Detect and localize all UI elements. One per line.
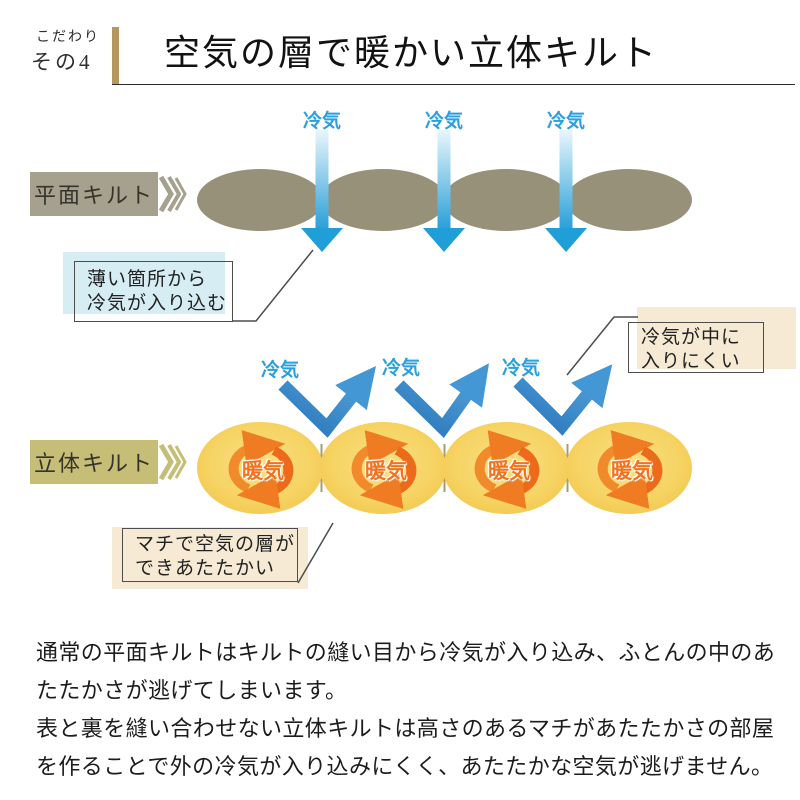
cold-air-label: 冷気 (501, 358, 541, 379)
flat-quilt-tag: 平面キルト (30, 172, 187, 216)
cold-air-label: 冷気 (424, 111, 464, 132)
chevron-right-icon (158, 175, 187, 213)
warm-air-label: 暖気 (611, 460, 653, 483)
warm-air-label: 暖気 (365, 460, 407, 483)
warm-air-label: 暖気 (488, 460, 530, 483)
leader-right-callout (566, 316, 638, 376)
chevron-right-icon (158, 443, 187, 481)
accent-bar (112, 27, 119, 85)
cold-air-bounce-arrows (278, 363, 613, 438)
title-underline (112, 84, 795, 85)
flat-quilt-ellipses (197, 169, 692, 231)
cold-air-label: 冷気 (546, 111, 586, 132)
solid-quilt-tag-label: 立体キルト (33, 451, 154, 476)
eyebrow-number: その4 (31, 50, 93, 74)
flat-callout-bg (63, 252, 225, 314)
blocked-callout-box: 冷気が中に 入りにくい (628, 322, 764, 373)
description-para2: 表と裏を縫い合わせない立体キルトは高さのあるマチがあたたかさの部屋を作ることで外… (36, 716, 775, 779)
eyebrow-top: こだわり (36, 30, 100, 45)
cold-air-label: 冷気 (260, 360, 300, 381)
leader-flat-callout (233, 249, 314, 322)
cold-air-label: 冷気 (381, 358, 421, 379)
flat-callout-line1: 薄い箇所から (87, 269, 208, 290)
solid-quilt-ellipses (197, 422, 692, 514)
flat-callout-box: 薄い箇所から 冷気が入り込む (74, 261, 233, 322)
blocked-callout-bg (637, 307, 796, 369)
gusset-callout-box: マチで空気の層が できあたたかい (122, 528, 298, 582)
flat-quilt-tag-label: 平面キルト (33, 183, 154, 208)
gusset-callout-line2: できあたたかい (135, 558, 276, 579)
blocked-callout-line2: 入りにくい (641, 351, 741, 372)
warm-air-label: 暖気 (242, 460, 284, 483)
cold-air-label: 冷気 (302, 111, 342, 132)
description-text: 通常の平面キルトはキルトの縫い目から冷気が入り込み、ふとんの中のあたたかさが逃げ… (36, 634, 786, 786)
leader-bottom-callout (297, 522, 334, 584)
gusset-callout-line1: マチで空気の層が (135, 534, 296, 555)
cold-air-down-arrows (301, 130, 587, 252)
flat-callout-line2: 冷気が入り込む (87, 293, 228, 314)
page-title: 空気の層で暖かい立体キルト (164, 33, 659, 73)
gusset-callout-bg (112, 527, 308, 589)
solid-quilt-tag: 立体キルト (30, 440, 187, 484)
blocked-callout-line1: 冷気が中に (641, 327, 742, 348)
description-para1: 通常の平面キルトはキルトの縫い目から冷気が入り込み、ふとんの中のあたたかさが逃げ… (36, 640, 776, 703)
